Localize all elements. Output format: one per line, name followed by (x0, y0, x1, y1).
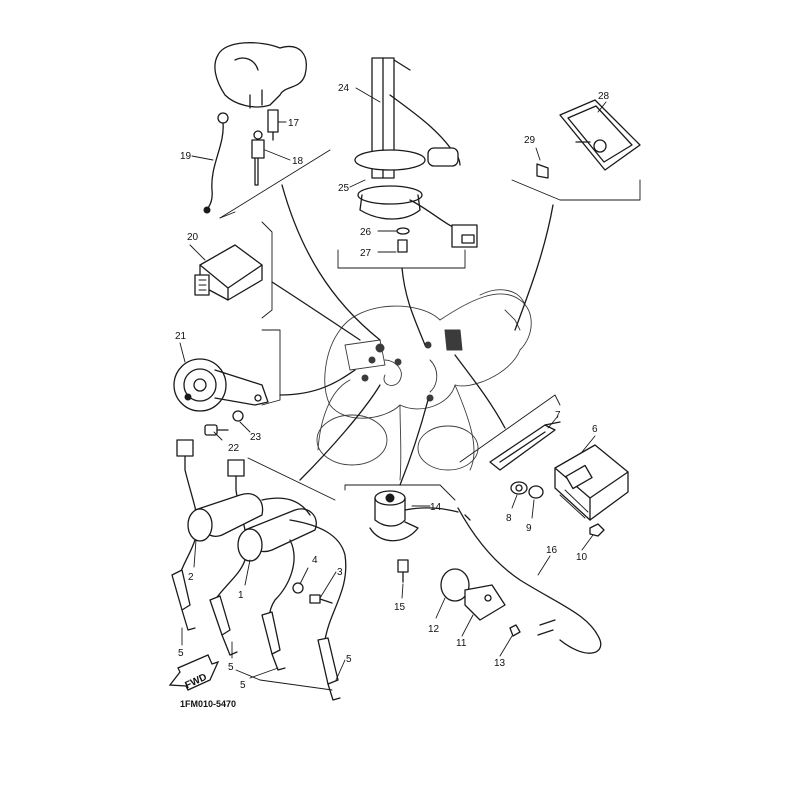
part-number-5c: 5 (240, 680, 246, 691)
horn (173, 358, 269, 436)
part-number-14: 14 (430, 502, 442, 513)
part-number-16: 16 (546, 545, 558, 556)
part-number-8: 8 (506, 513, 512, 524)
part-number-21: 21 (175, 331, 187, 342)
panel-borders (219, 149, 641, 501)
part-number-15: 15 (394, 602, 406, 613)
part-number-18: 18 (292, 156, 304, 167)
part-number-20: 20 (187, 232, 199, 243)
leader-lines (271, 184, 554, 486)
fwd-arrow (168, 654, 220, 691)
temp-sensor-assembly (203, 42, 307, 214)
part-number-24: 24 (338, 83, 350, 94)
part-number-9: 9 (526, 523, 532, 534)
part-number-4: 4 (312, 555, 318, 566)
neutral-switch (369, 490, 459, 583)
part-number-1: 1 (238, 590, 244, 601)
part-number-5a: 5 (178, 648, 184, 659)
rectifier-regulator (489, 421, 629, 537)
part-number-labels: 1 2 3 4 5 5 5 5 6 7 8 9 10 11 12 13 14 1… (175, 83, 610, 709)
label-leaders (179, 87, 607, 691)
tail-lamp (536, 99, 641, 179)
pickup-coil (440, 507, 602, 654)
part-number-7: 7 (555, 410, 561, 421)
part-number-28: 28 (598, 91, 610, 102)
part-number-2: 2 (188, 572, 194, 583)
part-number-29: 29 (524, 135, 536, 146)
part-number-13: 13 (494, 658, 506, 669)
ignition-coils (171, 439, 347, 701)
part-number-19: 19 (180, 151, 192, 162)
part-number-10: 10 (576, 552, 588, 563)
part-number-5b: 5 (228, 662, 234, 673)
part-number-3: 3 (337, 567, 343, 578)
part-number-12: 12 (428, 624, 440, 635)
part-number-27: 27 (360, 248, 372, 259)
drawing-code: 1FM010-5470 (180, 699, 236, 709)
part-number-22: 22 (228, 443, 240, 454)
fuel-sender (354, 57, 478, 253)
part-number-11: 11 (456, 638, 467, 649)
part-number-25: 25 (338, 183, 350, 194)
part-number-6: 6 (592, 424, 598, 435)
part-number-23: 23 (250, 432, 262, 443)
chassis-outline (316, 289, 532, 481)
part-number-26: 26 (360, 227, 372, 238)
part-number-17: 17 (288, 118, 300, 129)
part-number-5d: 5 (346, 654, 352, 665)
ignitor-unit (194, 244, 263, 301)
